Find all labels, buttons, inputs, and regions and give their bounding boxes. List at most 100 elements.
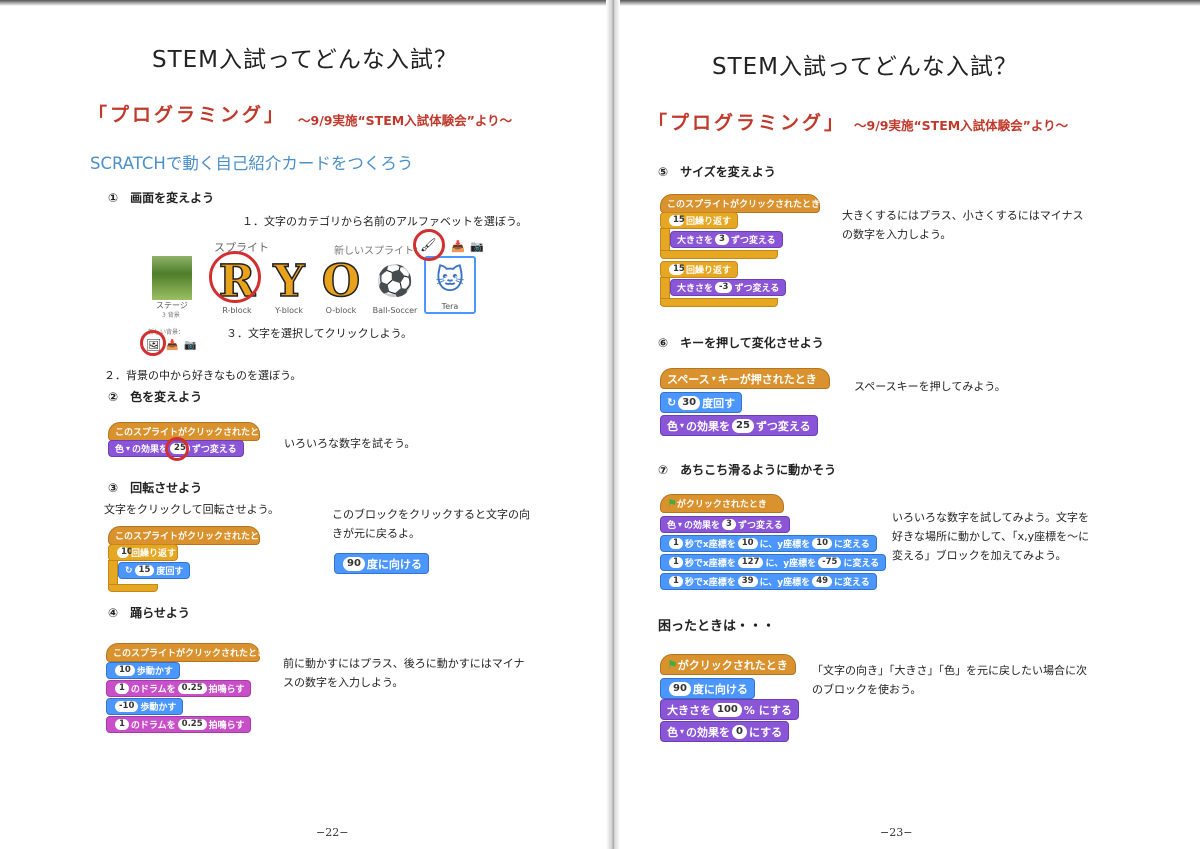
when-sprite-clicked-block[interactable]: このスプライトがクリックされたとき bbox=[106, 643, 266, 662]
point-in-direction-block[interactable]: 90 度に向ける bbox=[660, 678, 755, 699]
book-gutter bbox=[606, 0, 620, 849]
effect-dropdown[interactable]: 色 bbox=[667, 419, 678, 433]
dropdown-arrow-icon: ▾ bbox=[126, 444, 131, 453]
number-input[interactable]: 1 bbox=[115, 719, 129, 730]
change-size-block[interactable]: 大きさを -3 ずつ変える bbox=[670, 279, 787, 296]
when-sprite-clicked-block[interactable]: このスプライトがクリックされたとき bbox=[660, 194, 820, 213]
number-input[interactable]: 3 bbox=[722, 519, 736, 530]
effect-dropdown[interactable]: 色 bbox=[667, 725, 678, 739]
number-input[interactable]: 90 bbox=[669, 681, 691, 696]
highlight-circle bbox=[165, 437, 189, 461]
block-text: に変える bbox=[843, 559, 880, 569]
rotate-right-icon: ↻ bbox=[667, 396, 677, 409]
effect-dropdown[interactable]: 色 bbox=[115, 445, 125, 455]
number-input[interactable]: -3 bbox=[715, 282, 733, 293]
number-input[interactable]: 0.25 bbox=[177, 683, 207, 694]
block-text: がクリックされたとき bbox=[677, 658, 788, 672]
number-input[interactable]: -75 bbox=[818, 557, 842, 568]
sprite-name: Ball-Soccer bbox=[372, 306, 418, 315]
point-in-direction-block[interactable]: 90 度に向ける bbox=[334, 553, 429, 574]
turn-block[interactable]: ↻ 15 度回す bbox=[118, 562, 191, 579]
sprite-name: Y-block bbox=[274, 306, 304, 315]
upload-backdrop-icon[interactable]: 📥 bbox=[166, 340, 179, 351]
trouble-note: 「文字の向き」「大きさ」「色」を元に戻したい場合に次のブロックを使おう。 bbox=[812, 664, 1087, 696]
camera-sprite-icon[interactable]: 📷 bbox=[470, 240, 484, 253]
glide-to-xy-block[interactable]: 1 秒でx座標を 10 に、y座標を 10 に変える bbox=[660, 535, 877, 552]
number-input[interactable]: 1 bbox=[669, 538, 683, 549]
sprite-tile[interactable]: ⚽ Ball-Soccer bbox=[370, 258, 420, 315]
sprite-tile-selected[interactable]: 🐱 Tera bbox=[424, 256, 476, 314]
block-text: がクリックされたとき bbox=[676, 500, 767, 510]
number-input[interactable]: 0.25 bbox=[177, 719, 207, 730]
section-subtitle: ～9/9実施“STEM入試体験会”より～ bbox=[298, 113, 513, 128]
block-text: 拍鳴らす bbox=[208, 721, 245, 731]
when-flag-clicked-block[interactable]: ⚑ がクリックされたとき bbox=[660, 654, 796, 675]
repeat-block-foot bbox=[660, 298, 778, 307]
repeat-block[interactable]: 15 回繰り返す bbox=[660, 261, 738, 278]
when-flag-clicked-block[interactable]: ⚑ がクリックされたとき bbox=[660, 494, 784, 513]
block-text: 回繰り返す bbox=[685, 266, 731, 276]
camera-backdrop-icon[interactable]: 📷 bbox=[184, 340, 197, 351]
number-input[interactable]: 127 bbox=[737, 557, 764, 568]
effect-dropdown[interactable]: 色 bbox=[667, 521, 677, 531]
number-input[interactable]: 30 bbox=[678, 395, 701, 410]
block-text: 拍鳴らす bbox=[208, 685, 245, 695]
glide-to-xy-block[interactable]: 1 秒でx座標を 127 に、y座標を -75 に変える bbox=[660, 554, 887, 571]
stage-thumbnail[interactable] bbox=[152, 256, 192, 300]
block-text: 秒でx座標を bbox=[684, 578, 736, 588]
step-2-note: いろいろな数字を試そう。 bbox=[284, 437, 416, 450]
play-drum-block[interactable]: 1 のドラムを 0.25 拍鳴らす bbox=[106, 716, 252, 733]
step-3-intro: 文字をクリックして回転させよう。 bbox=[104, 503, 280, 516]
block-text: に変える bbox=[834, 540, 870, 550]
number-input[interactable]: 10 bbox=[737, 538, 758, 549]
when-sprite-clicked-block[interactable]: このスプライトがクリックされたとき bbox=[108, 526, 268, 545]
dropdown-arrow-icon: ▾ bbox=[678, 520, 683, 529]
play-drum-block[interactable]: 1 のドラムを 0.25 拍鳴らす bbox=[106, 680, 252, 697]
number-input[interactable]: 10 bbox=[115, 665, 135, 676]
block-text: の効果を bbox=[132, 445, 169, 455]
number-input[interactable]: 49 bbox=[812, 576, 833, 587]
number-input[interactable]: 1 bbox=[669, 557, 683, 568]
glide-to-xy-block[interactable]: 1 秒でx座標を 39 に、y座標を 49 に変える bbox=[660, 573, 877, 590]
number-input[interactable]: 10 bbox=[812, 538, 833, 549]
sprite-tile[interactable]: O O-block bbox=[316, 257, 366, 315]
stage-sub: 3 背景 bbox=[162, 312, 180, 319]
number-input[interactable]: 1 bbox=[115, 683, 129, 694]
number-input[interactable]: 100 bbox=[713, 702, 742, 717]
block-text: ずつ変える bbox=[755, 419, 811, 433]
number-input[interactable]: 10 bbox=[117, 547, 133, 558]
set-size-block[interactable]: 大きさを 100 % にする bbox=[660, 699, 799, 720]
number-input[interactable]: 3 bbox=[715, 234, 729, 245]
number-input[interactable]: 15 bbox=[669, 215, 685, 226]
number-input[interactable]: 25 bbox=[732, 418, 754, 433]
new-backdrop-label: 新しい背景： bbox=[148, 329, 185, 336]
number-input[interactable]: 1 bbox=[669, 576, 683, 587]
change-effect-block[interactable]: 色▾ の効果を 25 ずつ変える bbox=[660, 415, 818, 436]
change-size-block[interactable]: 大きさを 3 ずつ変える bbox=[670, 231, 783, 248]
change-effect-block[interactable]: 色▾ の効果を 3 ずつ変える bbox=[660, 516, 790, 533]
page-number: −22− bbox=[316, 826, 349, 839]
repeat-block[interactable]: 15 回繰り返す bbox=[660, 212, 738, 229]
block-text: 歩動かす bbox=[140, 703, 177, 713]
number-input[interactable]: 0 bbox=[732, 724, 747, 739]
move-steps-block[interactable]: -10 歩動かす bbox=[106, 698, 184, 715]
number-input[interactable]: 15 bbox=[134, 565, 155, 576]
step-6-heading: ⑥ キーを押して変化させよう bbox=[658, 336, 824, 350]
number-input[interactable]: 90 bbox=[343, 556, 365, 571]
key-dropdown[interactable]: スペース bbox=[667, 372, 710, 386]
repeat-block[interactable]: 10 回繰り返す bbox=[108, 544, 178, 561]
upload-sprite-icon[interactable]: 📥 bbox=[451, 240, 465, 253]
number-input[interactable]: -10 bbox=[115, 701, 139, 712]
when-sprite-clicked-block[interactable]: このスプライトがクリックされたとき bbox=[108, 422, 268, 441]
turn-block[interactable]: ↻ 30 度回す bbox=[660, 392, 743, 413]
dropdown-arrow-icon: ▾ bbox=[711, 374, 716, 383]
when-key-pressed-block[interactable]: スペース▾ キーが押されたとき bbox=[660, 368, 830, 389]
move-steps-block[interactable]: 10 歩動かす bbox=[106, 662, 180, 679]
sprite-tile[interactable]: Y Y-block bbox=[264, 257, 314, 315]
block-text: に、y座標を bbox=[765, 559, 817, 569]
step-6-note: スペースキーを押してみよう。 bbox=[854, 380, 1006, 393]
number-input[interactable]: 39 bbox=[737, 576, 758, 587]
set-effect-block[interactable]: 色▾ の効果を 0 にする bbox=[660, 721, 790, 742]
step-7-note: いろいろな数字を試してみよう。文字を好きな場所に動かして、「x,y座標を〜に変え… bbox=[892, 511, 1090, 562]
number-input[interactable]: 15 bbox=[669, 264, 685, 275]
